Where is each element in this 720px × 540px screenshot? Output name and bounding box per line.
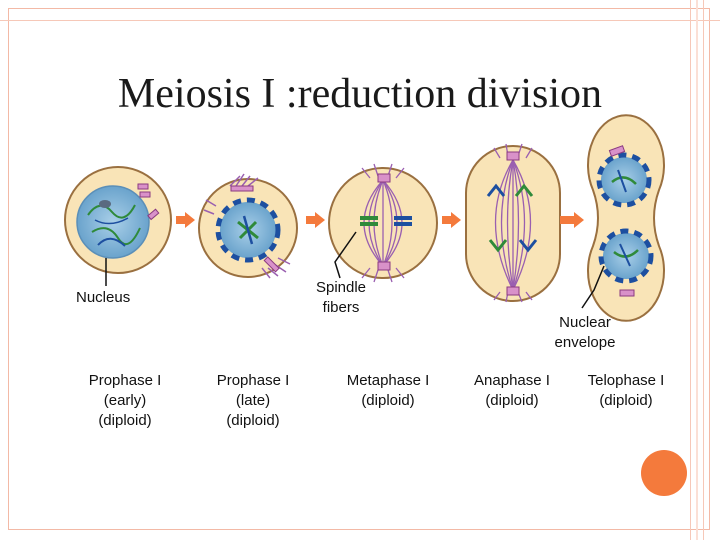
label-envelope-line1: Nuclear <box>559 314 611 331</box>
stage-4-line1: Anaphase I <box>474 372 550 389</box>
stage-label-prophase-early: Prophase I (early) (diploid) <box>70 371 180 431</box>
arrow-1 <box>176 212 195 228</box>
label-nucleus: Nucleus <box>76 289 131 306</box>
stage-label-metaphase: Metaphase I (diploid) <box>328 371 448 411</box>
cell-prophase-early <box>64 166 172 274</box>
frame-top-line <box>0 20 720 21</box>
cell-anaphase <box>465 143 561 303</box>
stage-label-telophase: Telophase I (diploid) <box>570 371 682 411</box>
stage-4-line2: (diploid) <box>485 392 539 409</box>
nucleus-top <box>601 157 647 203</box>
slide-frame <box>8 8 710 530</box>
stage-2-line1: Prophase I <box>216 372 290 389</box>
decorative-orange-circle <box>641 450 687 496</box>
frame-right-band <box>690 0 704 540</box>
stage-label-anaphase: Anaphase I (diploid) <box>456 371 568 411</box>
cell-metaphase <box>328 163 438 283</box>
arrow-3 <box>442 212 461 228</box>
label-envelope-line2: envelope <box>554 334 616 351</box>
arrow-2 <box>306 212 325 228</box>
nucleus-1 <box>76 185 150 259</box>
stage-label-prophase-late: Prophase I (late) (diploid) <box>198 371 308 431</box>
label-nuclear-envelope: Nuclear envelope <box>535 313 635 353</box>
stage-3-line2: (diploid) <box>361 392 415 409</box>
stage-2-line2: (late) <box>235 392 271 409</box>
arrow-4 <box>560 212 584 228</box>
cell-prophase-late <box>198 173 298 279</box>
stage-5-line1: Telophase I <box>587 372 665 389</box>
frame-right-band-inner <box>696 0 698 540</box>
label-spindle-line1: Spindle <box>315 279 367 296</box>
stage-1-line3: (diploid) <box>98 412 152 429</box>
envelope-leader-line <box>581 265 605 309</box>
spindle-leader-line <box>334 231 357 279</box>
stage-1-line2: (early) <box>103 392 147 409</box>
stage-5-line2: (diploid) <box>599 392 653 409</box>
slide-title: Meiosis I :reduction division <box>117 71 603 117</box>
stage-2-line3: (diploid) <box>226 412 280 429</box>
stage-3-line1: Metaphase I <box>346 372 430 389</box>
label-spindle-line2: fibers <box>322 299 360 316</box>
label-spindle-fibers: Spindle fibers <box>296 278 386 318</box>
cell-telophase <box>587 114 665 322</box>
stage-1-line1: Prophase I <box>88 372 162 389</box>
